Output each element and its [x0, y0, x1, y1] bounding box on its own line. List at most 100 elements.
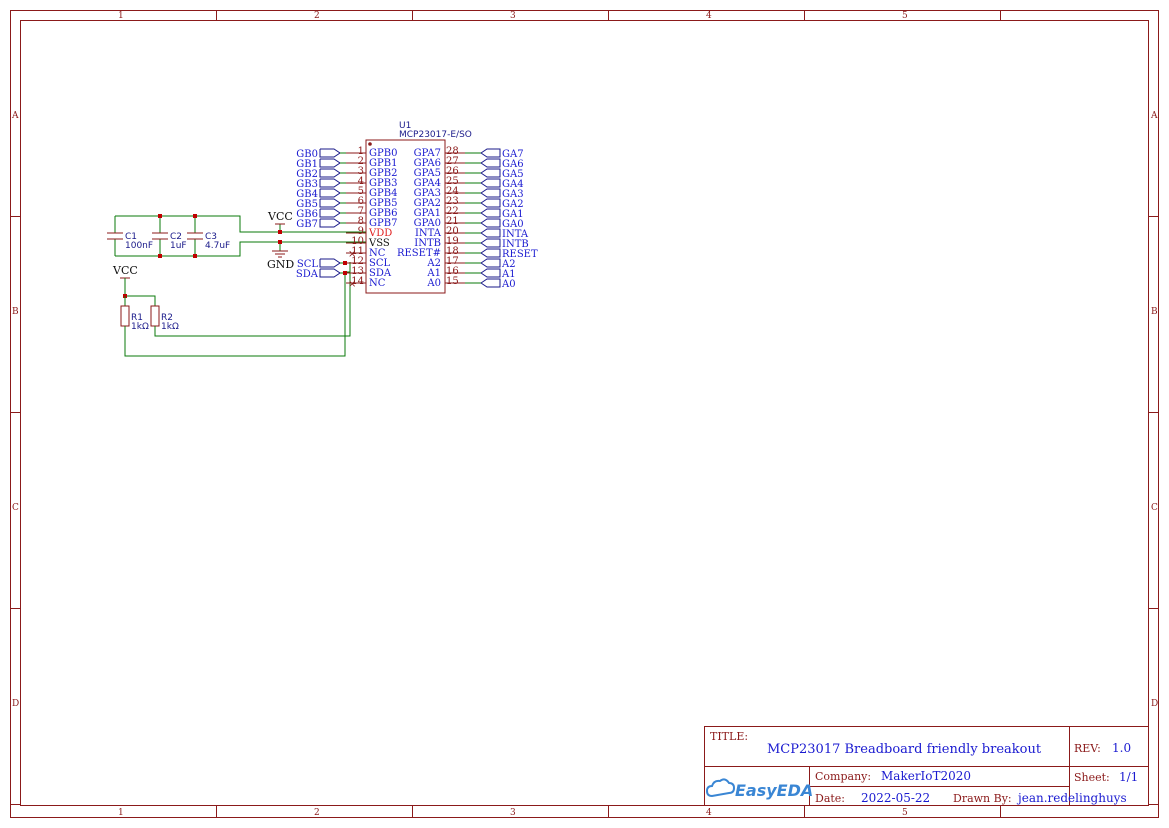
- c2-ref: C2: [170, 232, 182, 242]
- pin-number: 2: [358, 156, 364, 167]
- ic-part: MCP23017-E/SO: [399, 130, 472, 140]
- pin-name: NC: [369, 248, 386, 259]
- pin-name: SDA: [369, 268, 392, 279]
- pin-name: GPA4: [414, 178, 441, 189]
- net-label-right: GA2: [502, 199, 524, 210]
- net-label-right: A1: [501, 269, 516, 280]
- net-label-left: SDA: [296, 269, 319, 280]
- net-label-left: GB0: [296, 149, 318, 160]
- net-label-right: GA1: [502, 209, 524, 220]
- pin-number: 23: [446, 196, 459, 207]
- pin-number: 5: [358, 186, 364, 197]
- row-label-left: B: [12, 307, 19, 317]
- r1-ref: R1: [131, 313, 143, 323]
- pin-number: 19: [446, 236, 459, 247]
- drawn-by-label: Drawn By:: [953, 792, 1012, 805]
- title-block: TITLE: MCP23017 Breadboard friendly brea…: [704, 726, 1149, 806]
- sheet-label: Sheet:: [1074, 771, 1110, 784]
- pin-name: GPA1: [414, 208, 441, 219]
- pin-number: 9: [358, 226, 364, 237]
- net-label-left: GB6: [296, 209, 318, 220]
- row-label-left: D: [12, 699, 19, 709]
- title-label: TITLE:: [710, 730, 748, 743]
- pin-name: NC: [369, 278, 386, 289]
- vcc-label-top: VCC: [267, 210, 293, 223]
- date-label: Date:: [815, 792, 845, 805]
- net-label-left: GB7: [296, 219, 318, 230]
- pin-number: 24: [446, 186, 459, 197]
- c3-value: 4.7uF: [205, 241, 230, 251]
- net-label-left: GB2: [296, 169, 318, 180]
- pin-name: GPA7: [414, 148, 441, 159]
- sheet-value: 1/1: [1119, 770, 1138, 784]
- no-connect-mark: ×: [348, 249, 356, 260]
- pin-number: 26: [446, 166, 459, 177]
- c2-value: 1uF: [170, 241, 187, 251]
- net-label-left: GB3: [296, 179, 318, 190]
- pin-name: GPB0: [369, 148, 397, 159]
- c3-ref: C3: [205, 232, 217, 242]
- row-label-right: D: [1151, 699, 1158, 709]
- easyeda-logo: EasyEDA: [705, 778, 813, 800]
- company-label: Company:: [815, 770, 871, 783]
- column-label-bottom: 2: [314, 808, 320, 818]
- schematic-title: MCP23017 Breadboard friendly breakout: [767, 742, 1042, 757]
- net-label-right: GA5: [502, 169, 524, 180]
- pin-name: A0: [426, 278, 441, 289]
- pin-name: VSS: [368, 238, 390, 249]
- pin-number: 15: [446, 276, 459, 287]
- pin-name: A1: [426, 268, 441, 279]
- pin-name: RESET#: [397, 248, 441, 259]
- capacitor-network: C1 100nF C2 1uF C3 4.7uF: [107, 214, 366, 258]
- row-label-right: C: [1151, 503, 1158, 513]
- gnd-label: GND: [267, 258, 294, 271]
- column-label-bottom: 4: [706, 808, 712, 818]
- pin-number: 7: [358, 206, 364, 217]
- pin-number: 8: [358, 216, 364, 227]
- rev-value: 1.0: [1112, 741, 1131, 755]
- pin-number: 28: [446, 146, 459, 157]
- net-label-left: GB1: [296, 159, 318, 170]
- pin-number: 6: [358, 196, 364, 207]
- net-label-right: GA6: [502, 159, 524, 170]
- pin-number: 18: [446, 246, 459, 257]
- ic-designator: U1: [399, 121, 411, 131]
- column-label-top: 5: [902, 11, 908, 21]
- pin-number: 1: [358, 146, 364, 157]
- drawn-by-value: jean.redelinghuys: [1016, 791, 1127, 805]
- pin-name: GPB5: [369, 198, 397, 209]
- net-label-left: SCL: [297, 259, 319, 270]
- pin-number: 10: [351, 236, 364, 247]
- net-label-left: GB4: [296, 189, 318, 200]
- pin-name: INTB: [414, 238, 441, 249]
- pin-name: GPA6: [414, 158, 441, 169]
- pin-name: GPB7: [369, 218, 397, 229]
- column-label-top: 1: [118, 11, 124, 21]
- row-label-left: C: [12, 503, 19, 513]
- pin-name: VDD: [368, 228, 392, 239]
- net-label-right: INTB: [502, 239, 529, 250]
- net-label-right: GA0: [502, 219, 524, 230]
- net-label-right: A2: [501, 259, 516, 270]
- pin-number: 3: [358, 166, 364, 177]
- pin-name: GPB3: [369, 178, 397, 189]
- net-label-left: GB5: [296, 199, 318, 210]
- net-label-right: RESET: [502, 249, 538, 260]
- pin-name: GPB4: [369, 188, 397, 199]
- row-label-right: B: [1151, 307, 1158, 317]
- column-label-top: 2: [314, 11, 320, 21]
- pin-name: GPA2: [414, 198, 441, 209]
- pin-number: 25: [446, 176, 459, 187]
- pin-number: 14: [351, 276, 364, 287]
- column-label-top: 4: [706, 11, 712, 21]
- r2-value: 1kΩ: [161, 322, 179, 332]
- pin-name: INTA: [415, 228, 442, 239]
- pin-name: A2: [426, 258, 441, 269]
- pin-name: GPA5: [414, 168, 441, 179]
- pin-number: 20: [446, 226, 459, 237]
- column-label-bottom: 1: [118, 808, 124, 818]
- column-label-bottom: 3: [510, 808, 516, 818]
- pin-name: SCL: [369, 258, 391, 269]
